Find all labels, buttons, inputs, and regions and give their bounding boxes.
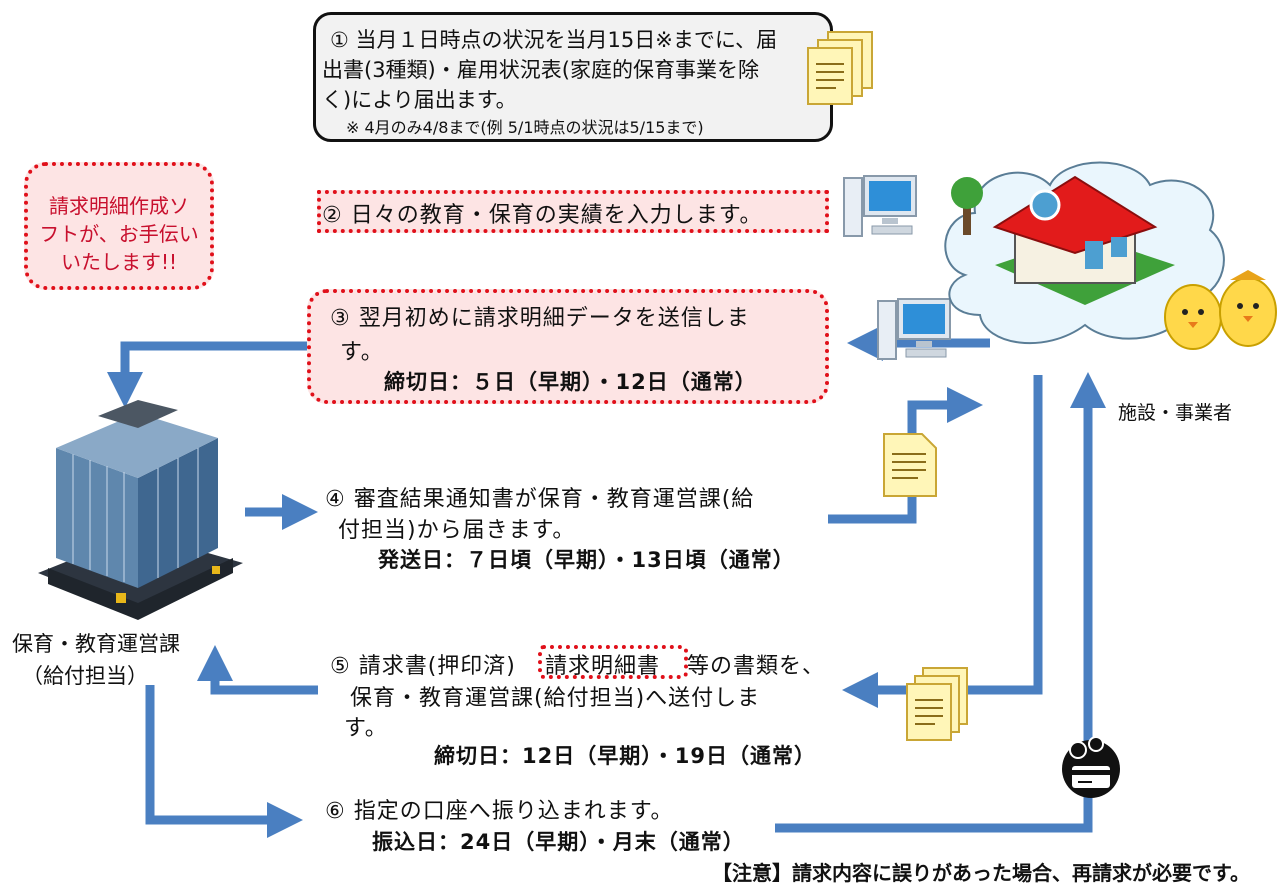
agency-label-line1: 保育・教育運営課 [12,632,180,656]
arrow-step3-to-agency [107,341,312,408]
step1-line1: ① 当月１日時点の状況を当月15日※までに、届 [330,28,778,52]
step1-line2: 出書(3種類)・雇用状況表(家庭的保育事業を除 [322,58,759,82]
helper-line1: 請求明細作成ソ [49,194,189,218]
step3-line1: ③ 翌月初めに請求明細データを送信しま [330,306,750,331]
step5-line1a: ⑤ 請求書(押印済) [330,654,516,679]
step5-line3: す。 [344,716,388,741]
step5-line1b: 請求明細書 [545,654,661,679]
step1-note: ※ 4月のみ4/8まで(例 5/1時点の状況は5/15まで) [346,118,704,137]
computer-icon [876,295,954,363]
step4-line1: ④ 審査結果通知書が保育・教育運営課(給 [325,487,755,512]
step1-callout [313,12,833,142]
step3-line2: す。 [340,340,384,365]
step3-deadline: 締切日：５日（早期）・12日（通常） [384,370,757,394]
facility-house-icon [935,155,1235,365]
step2-text: ② 日々の教育・保育の実績を入力します。 [322,203,763,228]
helper-callout: 請求明細作成ソ フトが、お手伝い いたします!! [24,162,214,290]
step2-callout [317,190,829,233]
arrow-agency-to-step6 [145,685,303,838]
mascot-icon [1158,262,1283,362]
invoice-detail-highlight [538,645,688,679]
document-stack-icon [905,666,971,742]
building-icon [28,398,250,624]
step3-callout [307,289,829,404]
helper-line2: フトが、お手伝い [39,222,199,246]
warning-note: 【注意】請求内容に誤りがあった場合、再請求が必要です。 [712,861,1250,885]
step4-deadline: 発送日：７日頃（早期）・13日頃（通常） [378,548,795,572]
arrow-step6-to-facility [775,372,1106,833]
agency-label-line2: （給付担当） [22,664,148,688]
arrow-facility-to-step5 [842,375,1043,708]
step1-line3: く)により届出ます。 [322,88,517,112]
step6-text: ⑥ 指定の口座へ振り込まれます。 [325,799,674,824]
facility-label: 施設・事業者 [1118,402,1233,424]
step4-line2: 付担当)から届きます。 [338,518,576,543]
step6-deadline: 振込日：24日（早期）・月末（通常） [372,830,745,854]
step5-deadline: 締切日：12日（早期）・19日（通常） [434,744,816,768]
step5-line2: 保育・教育運営課(給付担当)へ送付しま [350,686,761,711]
arrow-step5-to-agency [197,645,318,695]
computer-icon [842,172,920,240]
bank-card-icon [1056,734,1126,800]
helper-line3: いたします!! [60,250,178,274]
document-stack-icon [806,30,882,108]
step5-line1c: 等の書類を、 [687,654,826,679]
document-icon [882,432,938,498]
